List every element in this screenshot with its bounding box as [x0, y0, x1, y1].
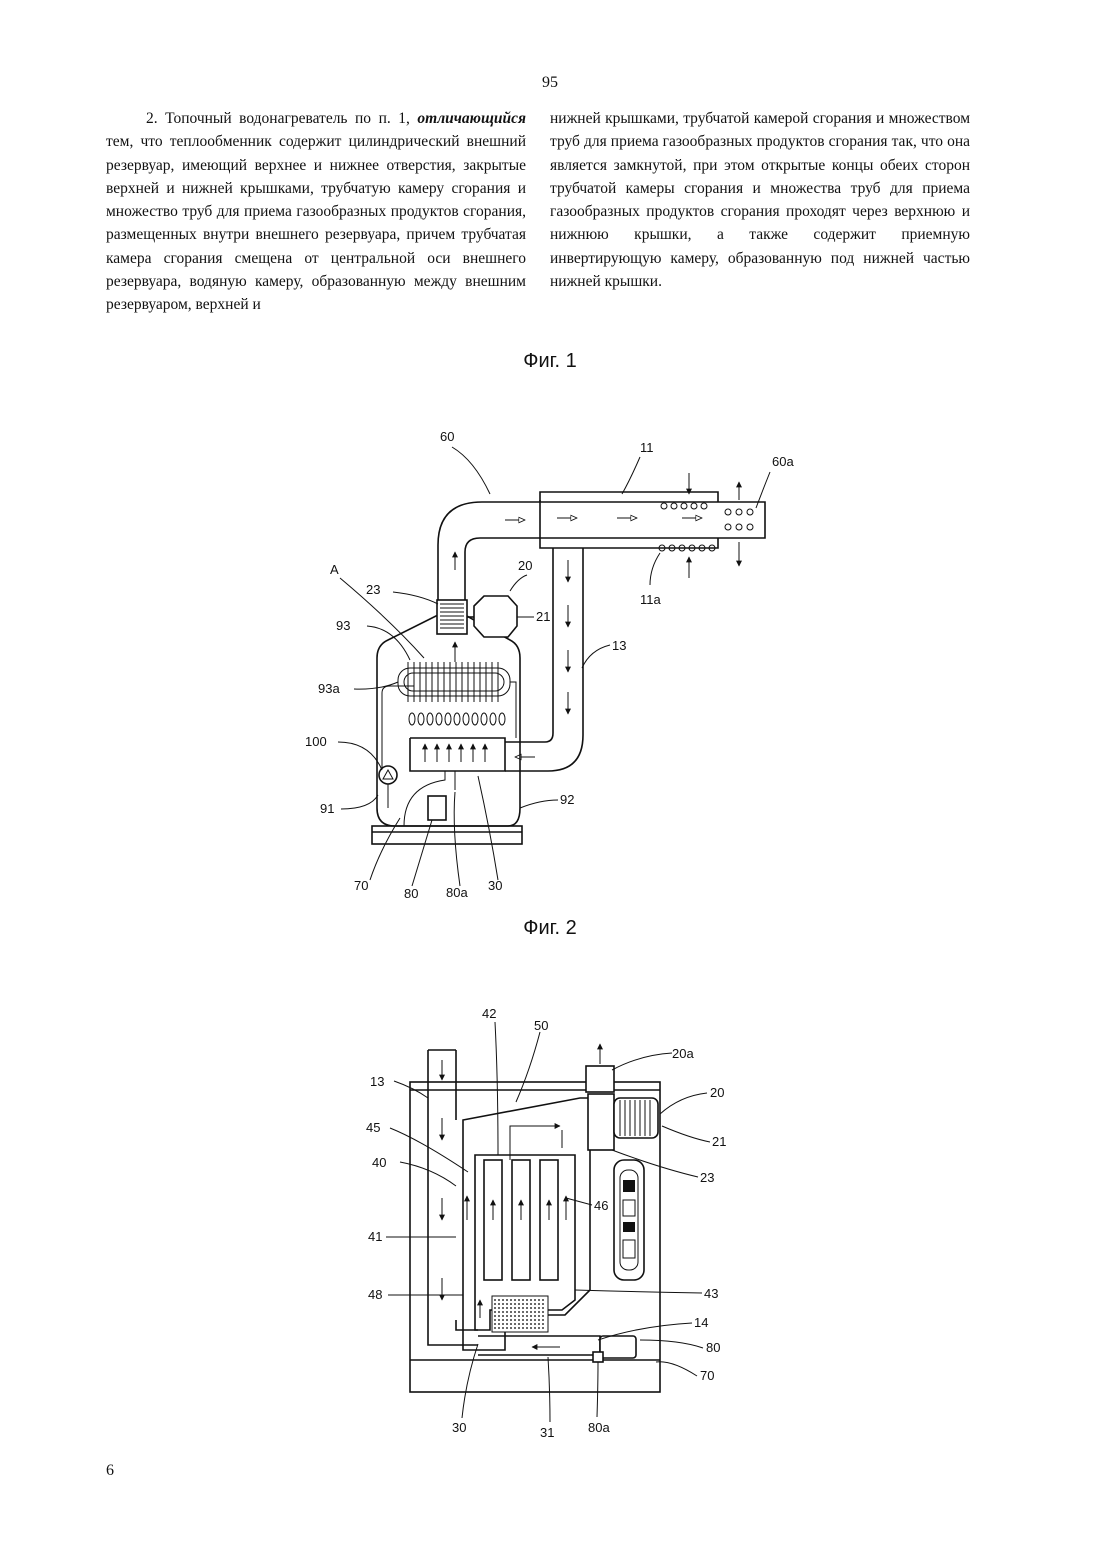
figure-2-drawing: 42 50 20a 13 20 45 21 40 23 46 41 48 43 …	[366, 1006, 726, 1440]
fig2-label-40: 40	[372, 1155, 386, 1170]
fan-20	[474, 596, 517, 637]
base	[372, 826, 522, 844]
footer-page-number: 6	[106, 1462, 114, 1480]
fig1-label-11: 11	[640, 440, 654, 455]
fig2-label-23: 23	[700, 1170, 714, 1185]
fig1-label-93a: 93a	[318, 681, 340, 696]
air-intake-bottom	[540, 538, 718, 548]
fig1-label-13: 13	[612, 638, 626, 653]
figure-1-drawing: 60 11 60a 11a A 23 20 21 93 13 93a 100 9…	[305, 429, 794, 901]
control-panel	[614, 1160, 644, 1280]
fig2-label-50: 50	[534, 1018, 548, 1033]
fig2-label-80a: 80a	[588, 1420, 610, 1435]
fig1-label-80: 80	[404, 886, 418, 901]
fig2-label-48: 48	[368, 1287, 382, 1302]
fig2-label-31: 31	[540, 1425, 554, 1440]
pipe-13-outer	[505, 548, 553, 742]
fan-20	[614, 1098, 658, 1138]
gas-nozzle-80a	[593, 1352, 603, 1362]
fig1-label-60a: 60a	[772, 454, 794, 469]
fig2-label-30: 30	[452, 1420, 466, 1435]
fig2-label-45: 45	[366, 1120, 380, 1135]
fig1-label-A: A	[330, 562, 339, 577]
fig2-label-20: 20	[710, 1085, 724, 1100]
fig1-label-91: 91	[320, 801, 334, 816]
pipe-13	[428, 1050, 478, 1345]
fan-housing-23	[588, 1094, 614, 1150]
fig1-label-80a: 80a	[446, 885, 468, 900]
exhaust-outlet-20a	[586, 1066, 614, 1092]
fig1-label-20: 20	[518, 558, 532, 573]
fig1-label-100: 100	[305, 734, 327, 749]
fig2-label-42: 42	[482, 1006, 496, 1021]
fig2-label-41: 41	[368, 1229, 382, 1244]
fig1-label-60: 60	[440, 429, 454, 444]
gas-valve-80	[600, 1336, 636, 1358]
burner-grid	[492, 1296, 548, 1332]
gas-valve-80	[428, 796, 446, 820]
heat-exchanger-23	[437, 600, 467, 634]
fig1-label-23: 23	[366, 582, 380, 597]
air-intake-top	[540, 492, 718, 502]
manifold-31	[478, 1336, 600, 1355]
fig2-label-46: 46	[594, 1198, 608, 1213]
fig2-label-80: 80	[706, 1340, 720, 1355]
fig1-label-30: 30	[488, 878, 502, 893]
flue-duct-60	[438, 500, 765, 598]
fig2-label-21: 21	[712, 1134, 726, 1149]
fig2-label-20a: 20a	[672, 1046, 694, 1061]
fig1-label-21: 21	[536, 609, 550, 624]
burner-30	[410, 738, 505, 771]
fig1-label-70: 70	[354, 878, 368, 893]
fig1-label-11a: 11a	[640, 592, 661, 607]
fig2-label-43: 43	[704, 1286, 718, 1301]
fig2-label-13: 13	[370, 1074, 384, 1089]
fig2-label-70: 70	[700, 1368, 714, 1383]
fig2-label-14: 14	[694, 1315, 708, 1330]
fig1-label-92: 92	[560, 792, 574, 807]
fig1-label-93: 93	[336, 618, 350, 633]
